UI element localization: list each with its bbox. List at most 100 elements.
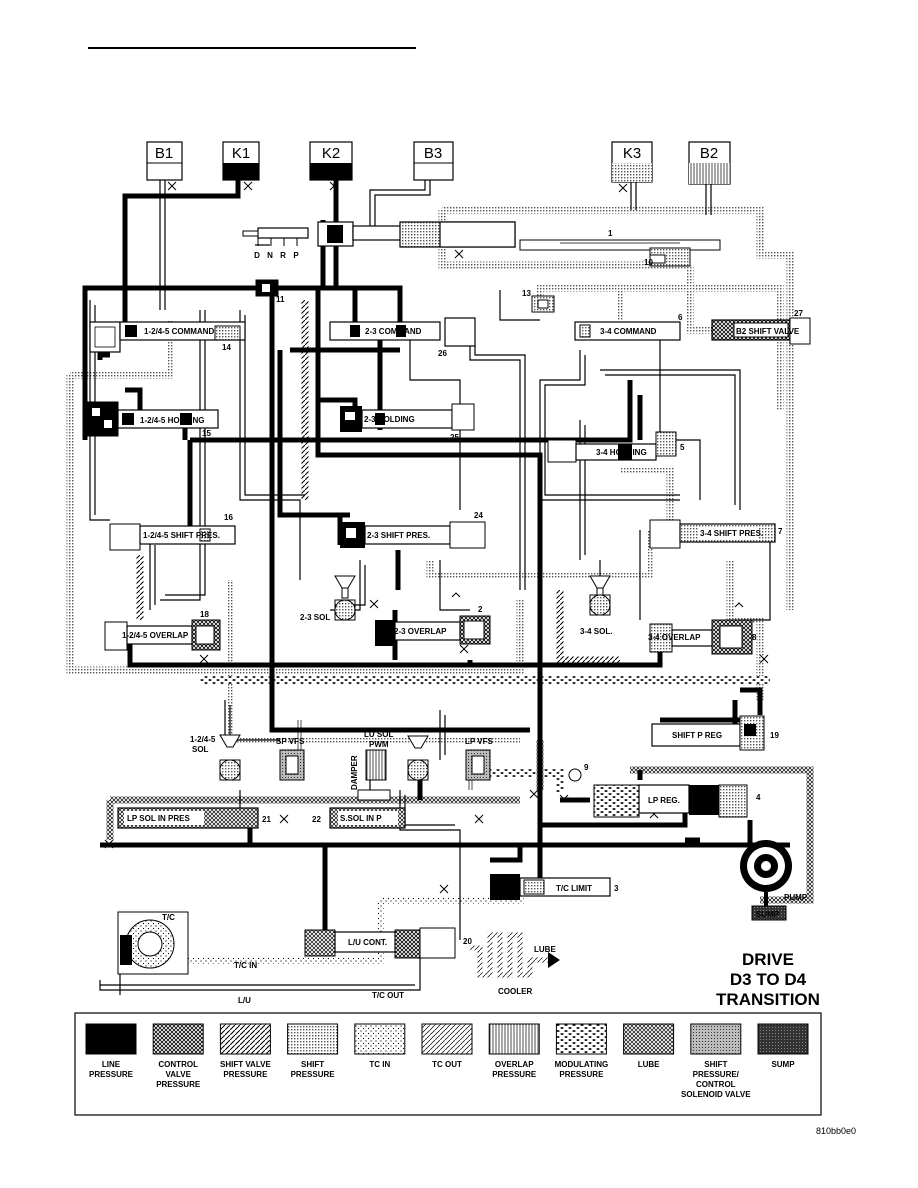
label-damper: DAMPER	[350, 755, 359, 790]
gear-d: D	[254, 251, 260, 260]
valve-b2-shift: B2 SHIFT VALVE 27	[711, 309, 811, 345]
clutch-b2-label: B2	[700, 145, 718, 162]
gear-r: R	[280, 251, 286, 260]
ref-3: 3	[614, 884, 619, 893]
manual-valve: D N R P	[242, 221, 516, 260]
label-tc-out: T/C OUT	[372, 991, 404, 1000]
legend-label-overlap: OVERLAP	[495, 1060, 534, 1069]
label-23-shift-pres: 2-3 SHIFT PRES.	[367, 531, 430, 540]
legend-swatch-tcin	[354, 1023, 406, 1055]
label-34-overlap: 3-4 OVERLAP	[648, 633, 701, 642]
lube-arrow: LUBE COOLER	[498, 945, 560, 996]
clutch-k2-label: K2	[322, 145, 340, 162]
valve-23-holding: 2-3 HOLDING 25	[340, 403, 475, 442]
label-1245-shift-pres: 1-2/4-5 SHIFT PRES.	[143, 531, 220, 540]
legend-label-line: LINE	[102, 1060, 121, 1069]
clutch-k3: K3	[611, 141, 653, 183]
legend-swatch-tcout	[421, 1023, 473, 1055]
label-lp-sol-in: LP SOL IN PRES	[127, 814, 190, 823]
ref-10: 10	[644, 258, 653, 267]
solenoid-1245: 1-2/4-5 SOL	[190, 734, 241, 781]
valve-lu-cont: L/U CONT. 20	[304, 927, 472, 959]
cooler	[470, 932, 555, 978]
node-9: 9	[568, 763, 589, 782]
label-tc-in: T/C IN	[234, 961, 257, 970]
ref-4: 4	[756, 793, 761, 802]
label-34-holding: 3-4 HOLDING	[596, 448, 647, 457]
ref-5: 5	[680, 443, 685, 452]
ref-6: 6	[678, 313, 683, 322]
label-sump: SUMP	[756, 910, 780, 919]
label-lu-cont: L/U CONT.	[348, 938, 387, 947]
clutch-k1-label: K1	[232, 145, 250, 162]
label-1245-sol-a: 1-2/4-5	[190, 735, 216, 744]
label-1245-overlap: 1-2/4-5 OVERLAP	[122, 631, 189, 640]
legend-label-shiftcontrol: CONTROL	[696, 1080, 736, 1089]
label-pump: PUMP	[784, 893, 808, 902]
valve-23-shift-pres: 2-3 SHIFT PRES. 24	[340, 511, 486, 549]
legend-label-shiftvalve: PRESSURE	[223, 1070, 268, 1079]
valve-1245-overlap: 1-2/4-5 OVERLAP 18	[104, 610, 221, 651]
legend-swatch-shiftcontrol	[690, 1023, 742, 1055]
solenoid-34: 3-4 SOL.	[580, 575, 612, 636]
legend-label-control: PRESSURE	[156, 1080, 201, 1089]
title-line-1: DRIVE	[742, 950, 794, 969]
legend-label-shiftvalve: SHIFT VALVE	[220, 1060, 271, 1069]
gear-p: P	[293, 251, 299, 260]
sump-passages	[136, 300, 620, 664]
label-lp-vfs: LP VFS	[465, 737, 494, 746]
label-34-shift-pres: 3-4 SHIFT PRES.	[700, 529, 763, 538]
clutch-b1: B1	[146, 141, 183, 181]
valve-23-overlap: 2-3 OVERLAP 2	[375, 605, 491, 646]
legend-label-overlap: PRESSURE	[492, 1070, 537, 1079]
legend-label-control: VALVE	[165, 1070, 191, 1079]
valve-lu-sol-body	[407, 735, 429, 781]
ref-26: 25	[450, 433, 459, 442]
valve-lu-sol-pwm: LU SOL PWM DAMPER	[350, 730, 393, 801]
ref-1: 1	[608, 229, 613, 238]
label-23-command: 2-3 COMMAND	[365, 327, 422, 336]
label-s-sol-in: S.SOL IN P	[340, 814, 382, 823]
label-23-holding: 2-3 HOLDING	[364, 415, 415, 424]
valve-lp-vfs: LP VFS	[465, 737, 494, 781]
valve-34-shift-pres: 3-4 SHIFT PRES. 7	[649, 519, 783, 549]
ref-21: 22	[312, 815, 321, 824]
label-sp-vfs: SP VFS	[276, 737, 305, 746]
title-line-2: D3 TO D4	[730, 970, 807, 989]
clutch-b3-label: B3	[424, 145, 442, 162]
pump: PUMP SUMP	[740, 840, 808, 921]
ref-14: 14	[222, 343, 231, 352]
node-13: 13	[522, 289, 555, 313]
label-23-overlap: 2-3 OVERLAP	[394, 627, 447, 636]
clutch-b2: B2	[688, 141, 731, 185]
valve-34-overlap: 3-4 OVERLAP 8	[648, 619, 757, 655]
label-cooler: COOLER	[498, 987, 532, 996]
legend-label-tcin: TC IN	[369, 1060, 390, 1069]
legend-label-lube: LUBE	[638, 1060, 660, 1069]
valve-23-command: 2-3 COMMAND 26	[329, 317, 476, 358]
modulating-passages	[200, 676, 770, 793]
legend-label-modulating: MODULATING	[555, 1060, 609, 1069]
figure-code: 810bb0e0	[816, 1126, 856, 1136]
legend-label-sump: SUMP	[771, 1060, 795, 1069]
label-1245-command: 1-2/4-5 COMMAND	[144, 327, 214, 336]
label-lu-sol-b: PWM	[369, 740, 389, 749]
ref-8: 8	[752, 633, 757, 642]
legend-swatch-lube	[623, 1023, 675, 1055]
valve-s-sol-in-p: S.SOL IN P 22	[312, 807, 406, 829]
legend-swatch-shiftvalve	[219, 1023, 271, 1055]
label-1245-holding: 1-2/4-5 HOLDING	[140, 416, 204, 425]
valve-1245-shift-pres: 1-2/4-5 SHIFT PRES. 16	[109, 513, 236, 551]
clutch-k2: K2	[309, 141, 353, 181]
valve-34-command: 3-4 COMMAND 6	[574, 313, 683, 341]
ref-15: 15	[202, 429, 211, 438]
legend-swatch-overlap	[488, 1023, 540, 1055]
ref-27: 27	[794, 309, 803, 318]
legend-label-shift: PRESSURE	[291, 1070, 336, 1079]
label-shift-p-reg: SHIFT P REG	[672, 731, 722, 740]
solenoid-23: 2-3 SOL	[300, 575, 356, 622]
legend-label-control: CONTROL	[158, 1060, 198, 1069]
torque-converter: T/C	[117, 911, 189, 975]
